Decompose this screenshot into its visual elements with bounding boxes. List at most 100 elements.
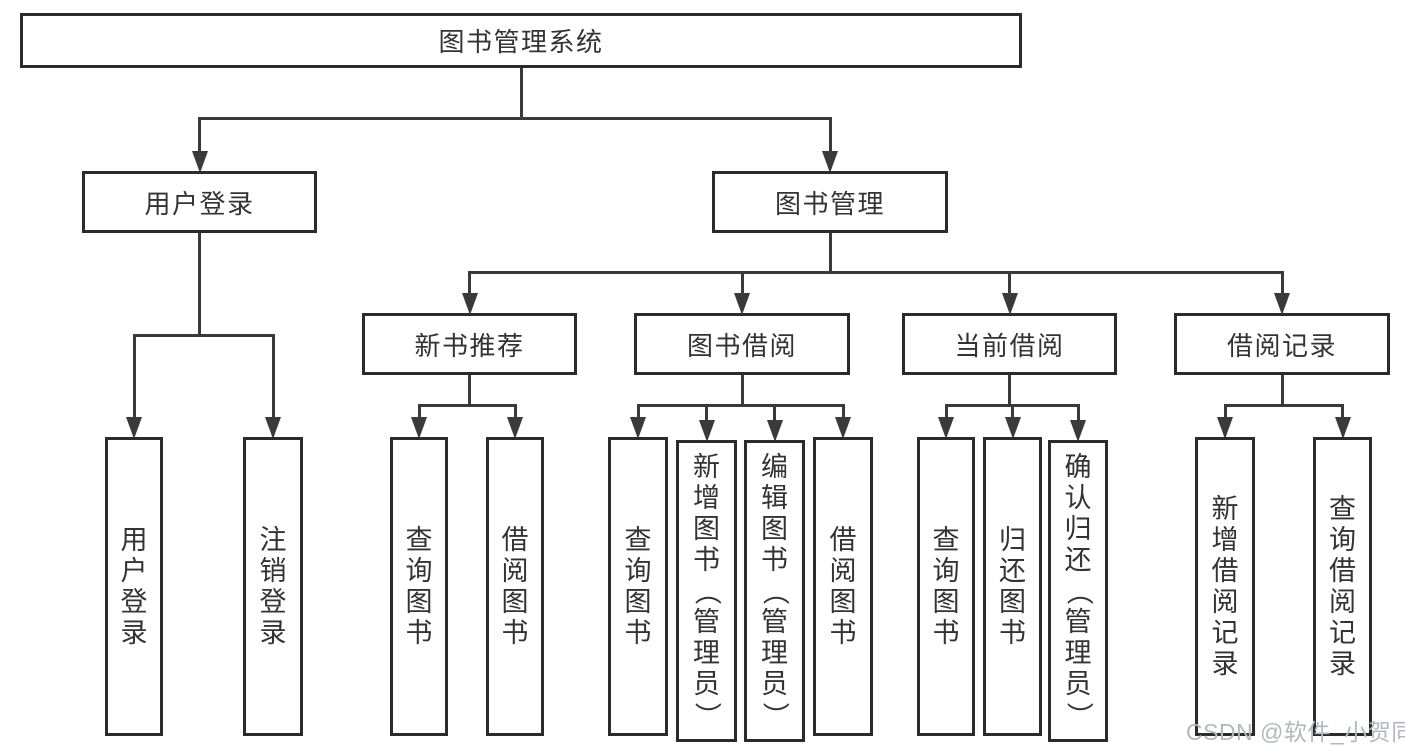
node-label-char: 确 xyxy=(1064,451,1092,482)
node-label: 查询图书 xyxy=(625,440,652,733)
node-label-char: 借 xyxy=(829,524,857,555)
node-label-char: 书 xyxy=(932,617,960,648)
node-label-char: 录 xyxy=(120,617,148,648)
arrow-down-icon xyxy=(507,417,523,439)
box-br-query-record: 查询借阅记录 xyxy=(1313,437,1372,736)
connector-line-vertical xyxy=(271,335,275,421)
arrow-down-icon xyxy=(698,420,715,442)
arrow-down-icon xyxy=(1001,293,1018,315)
node-label-char: 辑 xyxy=(761,482,788,513)
arrow-down-icon xyxy=(822,151,838,173)
node-label-char: 书 xyxy=(624,617,652,648)
node-label: 图书管理系统 xyxy=(438,27,604,57)
box-leaf-user-login: 用户登录 xyxy=(105,437,163,736)
arrow-down-icon xyxy=(1334,417,1351,439)
box-root: 图书管理系统 xyxy=(20,13,1022,68)
box-bb-edit-books: 编辑图书（管理员） xyxy=(744,440,805,742)
node-label: 当前借阅 xyxy=(954,330,1065,361)
node-label: 查询借阅记录 xyxy=(1329,440,1356,733)
node-label-char: ） xyxy=(1063,701,1094,729)
node-label: 确认归还（管理员） xyxy=(1063,443,1094,739)
node-label-char: 图 xyxy=(829,586,857,617)
box-nb-query-books: 查询图书 xyxy=(390,437,448,736)
node-label-char: 录 xyxy=(259,617,287,648)
node-label-char: 书 xyxy=(405,617,433,648)
node-label-char: 查 xyxy=(405,524,433,555)
arrow-down-icon xyxy=(265,417,281,439)
node-label-char: 阅 xyxy=(1329,586,1356,617)
node-label-char: ） xyxy=(692,701,722,729)
arrow-down-icon xyxy=(1274,293,1290,315)
node-label-char: 询 xyxy=(932,555,960,586)
node-label-char: 归 xyxy=(1064,513,1092,544)
connector-line-vertical xyxy=(1223,405,1227,421)
node-label-char: 图 xyxy=(932,586,960,617)
node-label-char: 查 xyxy=(624,524,652,555)
node-label-char: （ xyxy=(1063,577,1094,605)
node-label: 图书管理 xyxy=(774,188,885,219)
node-label-char: 图 xyxy=(405,586,433,617)
connector-line-horizontal xyxy=(132,333,275,337)
node-label-char: 询 xyxy=(405,555,433,586)
connector-line-vertical xyxy=(740,375,744,407)
node-label-char: 书 xyxy=(999,617,1026,648)
node-label-char: 管 xyxy=(693,606,720,637)
connector-line-vertical xyxy=(1280,272,1284,297)
node-label-char: 登 xyxy=(120,586,148,617)
connector-line-vertical xyxy=(773,405,776,424)
connector-line-vertical xyxy=(417,405,421,421)
box-new-book-recommend: 新书推荐 xyxy=(362,313,577,375)
node-label: 归还图书 xyxy=(999,440,1026,733)
box-nb-borrow-books: 借阅图书 xyxy=(486,437,544,736)
connector-line-vertical xyxy=(841,405,845,421)
node-label: 新增图书（管理员） xyxy=(692,443,722,739)
node-label-char: 新 xyxy=(1211,493,1239,524)
box-br-add-record: 新增借阅记录 xyxy=(1195,437,1255,736)
node-label-char: 借 xyxy=(501,524,529,555)
node-label: 用户登录 xyxy=(144,188,255,219)
connector-line-vertical xyxy=(1008,375,1011,407)
node-label-char: 图 xyxy=(624,586,652,617)
arrow-down-icon xyxy=(734,293,750,315)
connector-line-vertical xyxy=(198,118,201,155)
node-label-char: 还 xyxy=(999,555,1026,586)
node-label: 编辑图书（管理员） xyxy=(760,443,790,739)
node-label-char: （ xyxy=(692,577,722,605)
node-label-char: 理 xyxy=(693,637,720,668)
connector-line-vertical xyxy=(519,68,523,120)
box-book-borrowing: 图书借阅 xyxy=(634,313,850,375)
node-label-char: 询 xyxy=(1329,524,1356,555)
connector-line-vertical xyxy=(468,272,471,297)
node-label-char: 查 xyxy=(1329,493,1356,524)
connector-line-vertical xyxy=(1076,405,1080,424)
node-label-char: 新 xyxy=(693,451,720,482)
node-label-char: 员 xyxy=(1064,668,1092,699)
node-label: 新书推荐 xyxy=(414,330,525,361)
node-label-char: 图 xyxy=(501,586,529,617)
box-current-borrowing: 当前借阅 xyxy=(902,313,1117,375)
connector-line-vertical xyxy=(828,118,832,155)
node-label-char: 询 xyxy=(624,555,652,586)
node-label-char: 销 xyxy=(259,555,287,586)
box-bb-borrow-books: 借阅图书 xyxy=(813,437,873,736)
node-label-char: 还 xyxy=(1064,544,1092,575)
connector-line-horizontal xyxy=(417,403,517,407)
node-label-char: 图 xyxy=(999,586,1026,617)
node-label-char: 员 xyxy=(761,668,788,699)
connector-line-vertical xyxy=(468,375,471,407)
box-borrowing-records: 借阅记录 xyxy=(1174,313,1390,375)
node-label: 注销登录 xyxy=(260,440,287,733)
arrow-down-icon xyxy=(1070,420,1086,442)
node-label-char: 阅 xyxy=(501,555,529,586)
node-label-char: 借 xyxy=(1211,555,1239,586)
node-label-char: 图 xyxy=(761,513,788,544)
connector-line-vertical xyxy=(1008,272,1011,297)
node-label-char: 认 xyxy=(1064,482,1092,513)
connector-line-horizontal xyxy=(198,116,832,120)
connector-line-vertical xyxy=(944,405,948,421)
connector-line-vertical xyxy=(513,405,517,421)
box-bb-query-books: 查询图书 xyxy=(608,437,668,736)
connector-line-vertical xyxy=(740,272,744,297)
connector-line-horizontal xyxy=(1223,403,1344,407)
